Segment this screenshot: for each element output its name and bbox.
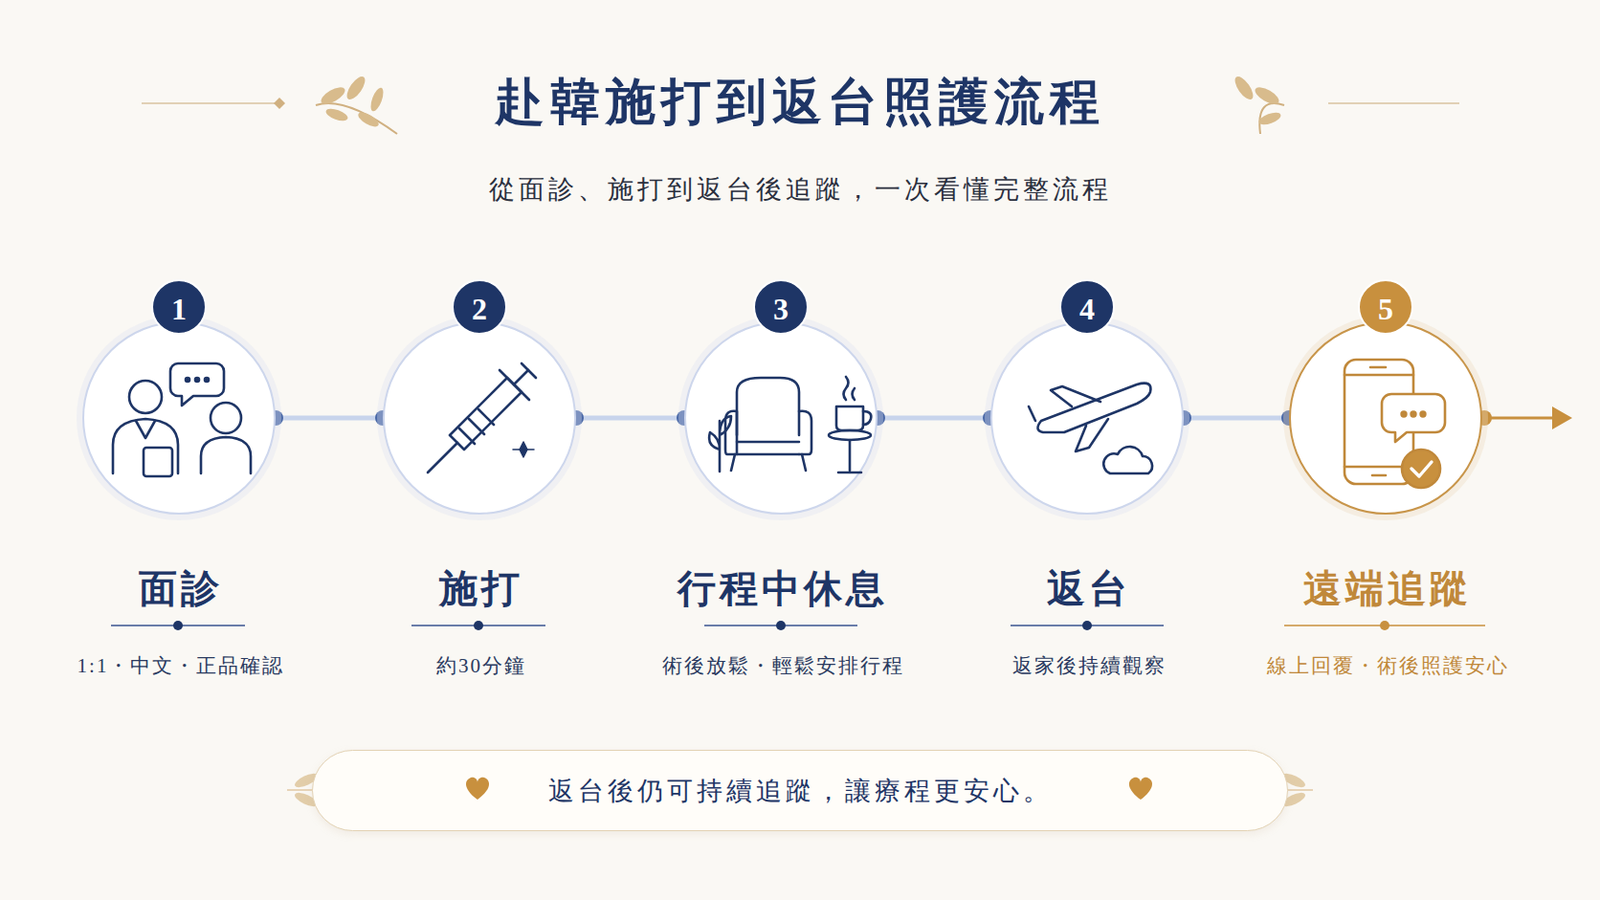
step-number: 2 (451, 279, 508, 335)
subtitle: 從面診、施打到返台後追蹤，一次看懂完整流程 (0, 172, 1600, 207)
step-note: 線上回覆・術後照護安心 (1196, 652, 1579, 680)
diamond-ornament (273, 97, 286, 110)
step-number: 3 (753, 279, 809, 335)
step-heading: 遠端追蹤 (1196, 562, 1579, 616)
step-number: 1 (151, 279, 207, 335)
step-note: 術後放鬆・輕鬆安排行程 (591, 652, 975, 680)
connector (267, 410, 391, 426)
step-note: 返家後持續觀察 (897, 652, 1281, 680)
step-heading: 施打 (289, 562, 673, 616)
connector (869, 410, 999, 426)
connector (568, 410, 692, 426)
leaf-sprig (315, 73, 398, 134)
step-heading: 返台 (897, 562, 1281, 616)
step-circle: 1面診1:1・中文・正品確認 (82, 321, 276, 515)
step-heading: 面診 (0, 562, 373, 616)
connector (1176, 410, 1297, 426)
step-circle: 5遠端追蹤線上回覆・術後照護安心 (1288, 321, 1483, 515)
step-circle: 4返台返家後持續觀察 (990, 321, 1184, 515)
step-heading: 行程中休息 (591, 562, 975, 616)
step-circle: 3行程中休息術後放鬆・輕鬆安排行程 (684, 321, 878, 515)
note-pill: 返台後仍可持續追蹤，讓療程更安心。 (311, 750, 1289, 832)
step-note: 1:1・中文・正品確認 (0, 652, 373, 680)
step-note: 約30分鐘 (289, 652, 673, 680)
step-circle: 2施打約30分鐘 (382, 321, 577, 515)
note-text: 返台後仍可持續追蹤，讓療程更安心。 (312, 774, 1288, 809)
step-number: 5 (1357, 279, 1414, 335)
heading-divider (111, 621, 1486, 631)
step-number: 4 (1059, 279, 1115, 335)
leaf-sprig (1231, 73, 1285, 134)
title: 赴韓施打到返台照護流程 (0, 68, 1600, 136)
end-arrow (1476, 406, 1573, 430)
